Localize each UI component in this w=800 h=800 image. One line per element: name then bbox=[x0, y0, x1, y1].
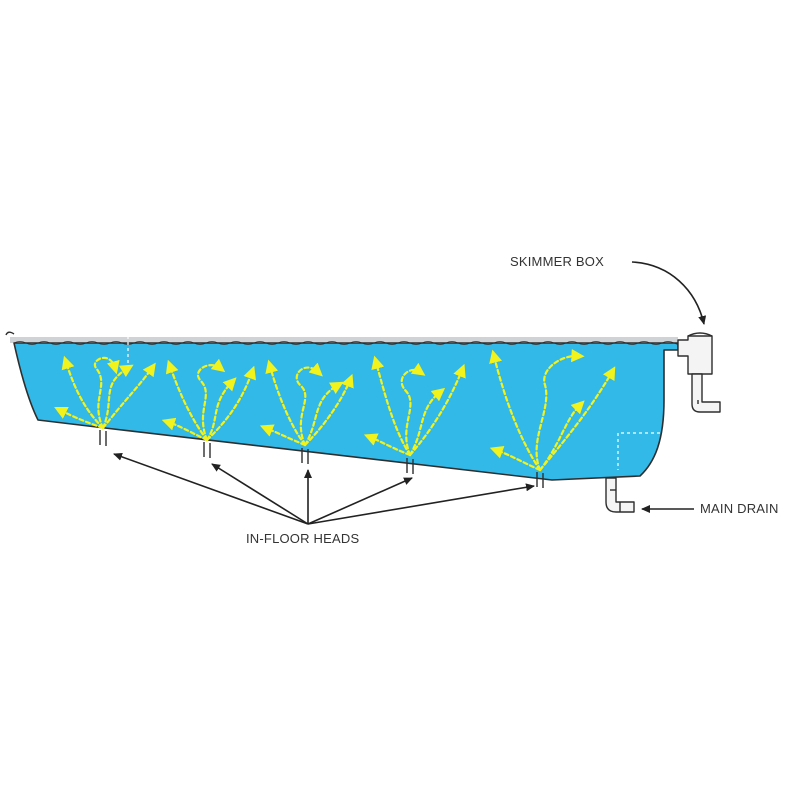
flow-arrow bbox=[535, 349, 585, 472]
pool-water bbox=[13, 342, 679, 481]
in-floor-heads bbox=[99, 430, 544, 488]
flow-arrow bbox=[101, 364, 134, 430]
in-floor-callout-arrow bbox=[307, 477, 413, 525]
in-floor-head bbox=[536, 472, 544, 488]
flow-arrow bbox=[165, 359, 209, 442]
pool-basin bbox=[5, 331, 711, 481]
flow-arrow bbox=[489, 349, 542, 472]
skimmer-box-label: SKIMMER BOX bbox=[510, 254, 604, 269]
flow-arrow bbox=[259, 424, 307, 447]
flow-arrow bbox=[161, 417, 209, 442]
in-floor-callout-arrow bbox=[307, 483, 535, 525]
flow-arrows bbox=[54, 349, 616, 472]
flow-arrow bbox=[408, 387, 446, 457]
flow-arrow bbox=[363, 433, 412, 457]
flow-arrow bbox=[303, 373, 354, 447]
skimmer-box bbox=[677, 332, 721, 413]
flow-arrow bbox=[197, 358, 226, 442]
flow-arrow bbox=[489, 446, 542, 472]
callout-arrows bbox=[113, 261, 707, 525]
flow-arrow bbox=[205, 377, 237, 442]
flow-arrow bbox=[538, 366, 616, 472]
flow-arrow bbox=[93, 356, 120, 430]
dashed-guide-right bbox=[617, 432, 690, 470]
skimmer-callout-arrow bbox=[631, 261, 707, 325]
in-floor-callout-arrow bbox=[113, 452, 309, 525]
water-surface bbox=[10, 337, 678, 343]
in-floor-head bbox=[99, 430, 107, 446]
water-surface-line bbox=[13, 341, 711, 345]
in-floor-callout-arrow bbox=[211, 463, 309, 525]
flow-arrow bbox=[265, 359, 307, 447]
flow-arrow bbox=[101, 362, 156, 430]
flow-arrow bbox=[205, 365, 256, 442]
in-floor-head bbox=[406, 458, 414, 474]
in-floor-heads-label: IN-FLOOR HEADS bbox=[246, 531, 359, 546]
main-drain-label: MAIN DRAIN bbox=[700, 501, 779, 516]
flow-arrow bbox=[408, 363, 466, 457]
flow-arrow bbox=[303, 381, 344, 447]
flow-arrow bbox=[400, 362, 426, 457]
flow-arrow bbox=[61, 355, 105, 430]
flow-arrow bbox=[295, 362, 323, 447]
flow-arrow bbox=[54, 407, 105, 430]
pool-lip-left bbox=[5, 331, 15, 336]
in-floor-head bbox=[301, 448, 309, 464]
in-floor-head bbox=[203, 442, 211, 458]
main-drain-pipe bbox=[605, 477, 635, 513]
flow-arrow bbox=[371, 355, 412, 457]
